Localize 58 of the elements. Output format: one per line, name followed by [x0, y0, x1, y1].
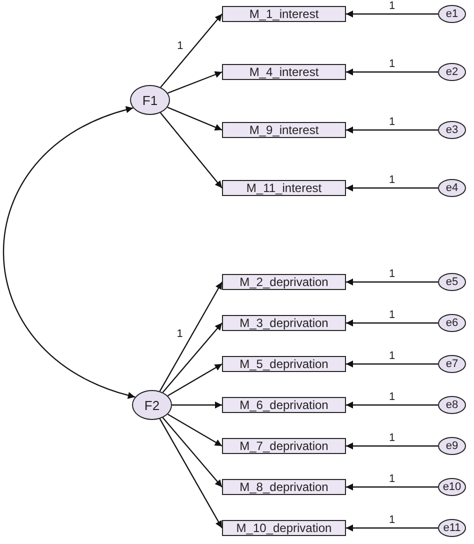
- observed-variable-box: M_6_deprivation: [222, 397, 346, 413]
- error-term-ellipse: e3: [438, 121, 466, 139]
- path-arrow: [159, 282, 223, 392]
- path-arrow: [346, 402, 438, 408]
- error-term-ellipse: e9: [438, 437, 466, 455]
- path-arrow: [346, 320, 438, 326]
- error-term-ellipse: e7: [438, 355, 466, 373]
- path-arrow: [167, 414, 222, 447]
- path-arrow: [346, 360, 438, 368]
- path-arrow: [346, 484, 438, 490]
- path-arrow: [162, 417, 222, 488]
- observed-variable-box: M_5_deprivation: [222, 356, 346, 372]
- edge-label: 1: [386, 350, 398, 362]
- edge-label: 1: [386, 116, 398, 128]
- path-arrow: [346, 442, 438, 450]
- edge-label: 1: [386, 309, 398, 321]
- path-arrow: [346, 278, 438, 286]
- path-arrow: [160, 14, 222, 88]
- path-arrow: [167, 106, 222, 131]
- observed-variable-box: M_7_deprivation: [222, 438, 346, 454]
- edge-label: 1: [386, 0, 398, 12]
- path-arrow: [172, 402, 222, 408]
- observed-variable-box: M_1_interest: [222, 6, 346, 22]
- edge-label: 1: [386, 473, 398, 485]
- latent-factor-ellipse: F1: [130, 85, 170, 115]
- path-arrow: [160, 112, 222, 188]
- observed-variable-box: M_4_interest: [222, 64, 346, 80]
- path-arrow: [346, 10, 438, 18]
- observed-variable-box: M_2_deprivation: [222, 274, 346, 290]
- path-arrow: [168, 71, 222, 94]
- path-arrow: [346, 524, 438, 532]
- path-arrow: [346, 126, 438, 134]
- edge-label: 1: [386, 432, 398, 444]
- error-term-ellipse: e1: [438, 5, 466, 23]
- observed-variable-box: M_9_interest: [222, 122, 346, 138]
- error-term-ellipse: e5: [438, 273, 466, 291]
- error-term-ellipse: e10: [438, 478, 466, 496]
- edge-label: 1: [386, 268, 398, 280]
- error-term-ellipse: e4: [438, 179, 466, 197]
- path-arrow: [167, 363, 222, 396]
- error-term-ellipse: e2: [438, 63, 466, 81]
- error-term-ellipse: e8: [438, 396, 466, 414]
- edge-label: 1: [386, 514, 398, 526]
- error-term-ellipse: e6: [438, 314, 466, 332]
- path-arrow: [346, 68, 438, 76]
- observed-variable-box: M_3_deprivation: [222, 315, 346, 331]
- error-term-ellipse: e11: [438, 519, 466, 537]
- observed-variable-box: M_8_deprivation: [222, 479, 346, 495]
- observed-variable-box: M_11_interest: [222, 180, 346, 196]
- edge-label: 1: [386, 58, 398, 70]
- latent-factor-ellipse: F2: [132, 390, 172, 420]
- path-arrow: [346, 184, 438, 192]
- edge-label: 1: [386, 391, 398, 403]
- covariance-arrow: [3, 106, 136, 398]
- edge-label: 1: [386, 174, 398, 186]
- path-arrow: [162, 322, 222, 393]
- observed-variable-box: M_10_deprivation: [222, 520, 346, 536]
- path-arrow: [159, 418, 223, 528]
